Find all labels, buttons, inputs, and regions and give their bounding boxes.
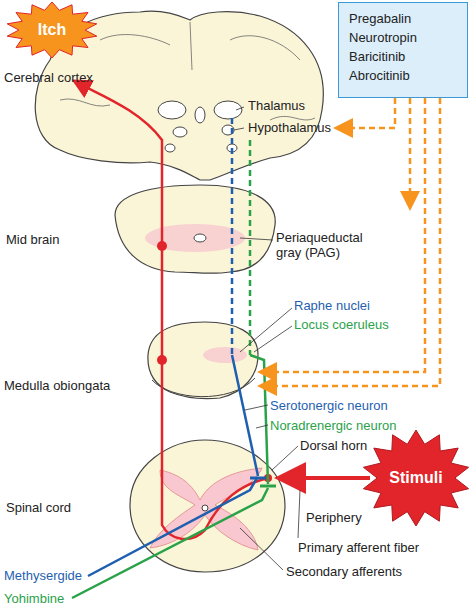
region-label: Mid brain <box>6 232 59 247</box>
drug-box: PregabalinNeurotropinBaricitinibAbrociti… <box>338 2 468 98</box>
fiber-label: Secondary afferents <box>286 564 402 579</box>
fiber-label: Primary afferent fiber <box>298 540 419 555</box>
nucleus-label: Locus coeruleus <box>294 317 389 332</box>
neuron-label: Serotonergic neuron <box>270 398 388 413</box>
region-label: Dorsal horn <box>300 438 367 453</box>
region-label: Periaqueductal gray (PAG) <box>276 230 386 260</box>
region-label: Medulla obiongata <box>4 378 110 393</box>
region-label: Periphery <box>306 510 362 525</box>
region-label: Hypothalamus <box>248 120 331 135</box>
region-label: Cerebral cortex <box>4 70 93 85</box>
region-label: Spinal cord <box>6 500 71 515</box>
neuron-label: Noradrenergic neuron <box>270 418 396 433</box>
drug-label: Yohimbine <box>4 591 64 606</box>
drug-name: Baricitinib <box>349 47 457 66</box>
nucleus-label: Raphe nuclei <box>294 298 370 313</box>
drug-name: Neurotropin <box>349 28 457 47</box>
burst-label: Itch <box>6 19 98 41</box>
drug-name: Abrocitinib <box>349 66 457 85</box>
itch-burst: Itch <box>6 2 98 58</box>
burst-label: Stimuli <box>362 467 470 489</box>
drug-label: Methysergide <box>4 568 82 583</box>
stimuli-burst: Stimuli <box>362 430 470 526</box>
region-label: Thalamus <box>248 98 305 113</box>
drug-name: Pregabalin <box>349 9 457 28</box>
